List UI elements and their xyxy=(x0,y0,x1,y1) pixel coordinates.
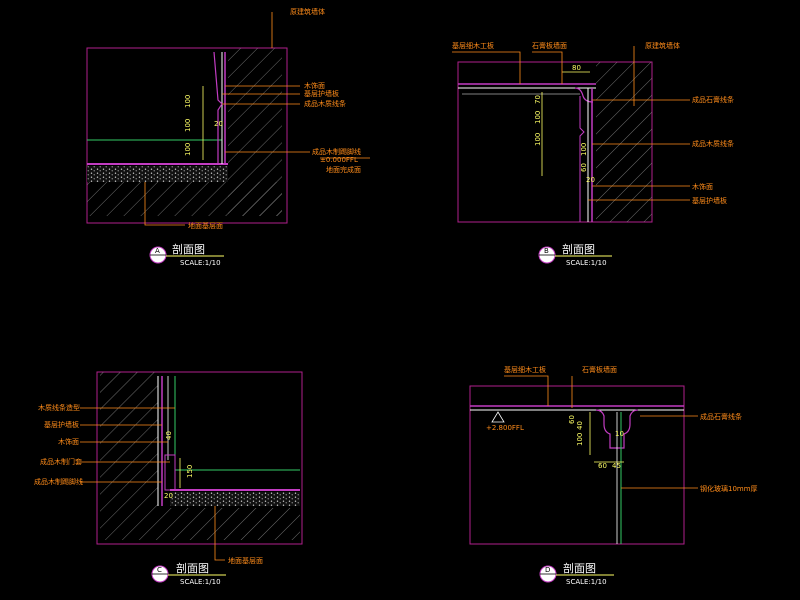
detail-a-title: 剖面图 xyxy=(172,242,205,256)
detail-b-dim-2: 70 xyxy=(534,95,542,104)
detail-d-dim-5: 60 xyxy=(598,462,607,470)
detail-c-dim-1: 40 xyxy=(165,431,173,440)
detail-a-dim-3: 100 xyxy=(184,143,192,156)
detail-b-tag: B 剖面图 SCALE:1/10 xyxy=(538,242,612,267)
detail-b-label-gypsum-molding: 成品石膏线条 xyxy=(692,95,734,104)
detail-c-tag: C 剖面图 SCALE:1/10 xyxy=(151,561,226,586)
detail-d-scale: SCALE:1/10 xyxy=(566,578,607,586)
detail-b-title: 剖面图 xyxy=(562,242,595,256)
detail-a-label-floor-base: 地面基层面 xyxy=(188,221,223,230)
detail-d-label-gypsum-molding: 成品石膏线条 xyxy=(700,412,742,421)
detail-c-dim-3: 20 xyxy=(164,492,173,500)
detail-a-frame xyxy=(86,47,288,224)
detail-d-dim-2: 60 xyxy=(568,415,576,424)
detail-a-label-veneer: 木饰面 xyxy=(304,81,325,90)
svg-text:C: C xyxy=(157,566,162,574)
detail-d-title: 剖面图 xyxy=(563,561,596,575)
detail-b-dim-5: 100 xyxy=(580,143,588,156)
detail-b-label-wood-molding: 成品木质线条 xyxy=(692,139,734,148)
detail-a-dim-2: 100 xyxy=(184,119,192,132)
detail-b-dim-6: 60 xyxy=(580,163,588,172)
detail-d-frame xyxy=(469,385,685,545)
detail-c-dim-2: 150 xyxy=(186,465,194,478)
detail-c-frame xyxy=(96,371,303,545)
detail-b-wall xyxy=(596,62,652,222)
detail-c-label-floor-base: 地面基层面 xyxy=(228,556,263,565)
detail-a-dim-1: 100 xyxy=(184,95,192,108)
detail-c-wall xyxy=(100,372,158,508)
detail-b-scale: SCALE:1/10 xyxy=(566,259,607,267)
detail-c-label-door-frame: 成品木制门套 xyxy=(40,457,82,466)
detail-b-dim-1: 80 xyxy=(572,64,581,72)
detail-c-title: 剖面图 xyxy=(176,561,209,575)
detail-d-dim-3: 100 xyxy=(576,433,584,446)
detail-a-label-backing: 基层护墙板 xyxy=(304,89,339,98)
detail-d-tag: D 剖面图 SCALE:1/10 xyxy=(539,561,614,586)
detail-a-dim-4: 20 xyxy=(214,120,223,128)
detail-a-label-molding: 成品木质线条 xyxy=(304,99,346,108)
detail-a-floor-slab xyxy=(87,182,282,216)
detail-d-label-gypsum: 石膏板墙面 xyxy=(582,365,617,374)
detail-b-label-wall: 原建筑墙体 xyxy=(645,41,680,50)
svg-text:A: A xyxy=(155,247,160,255)
detail-a-label-skirting: 成品木制踢脚线 xyxy=(312,147,361,156)
detail-a-tag: A 剖面图 SCALE:1/10 xyxy=(149,242,224,267)
detail-c-floor-slab xyxy=(100,508,300,540)
detail-b-dim-3: 100 xyxy=(534,111,542,124)
detail-c-label-backing: 基层护墙板 xyxy=(44,420,79,429)
detail-c: 40 150 20 木质线条造型 基层护墙板 木饰面 成品木制门套 成品木制踢脚… xyxy=(34,371,303,586)
detail-d-dim-4: 10 xyxy=(615,430,624,438)
detail-a-scale: SCALE:1/10 xyxy=(180,259,221,267)
detail-d: 40 60 100 10 60 45 +2.800FFL 基层细木工板 石膏板墙… xyxy=(469,365,758,586)
detail-c-scale: SCALE:1/10 xyxy=(180,578,221,586)
detail-a: 100 100 100 20 原建筑墙体 木饰面 基层护墙板 成品木质线条 成品… xyxy=(86,7,370,267)
detail-a-label-level: ±0.000FFL xyxy=(320,156,358,164)
detail-d-dim-1: 40 xyxy=(576,421,584,430)
detail-c-label-skirting: 成品木制踢脚线 xyxy=(34,477,83,486)
detail-b-dim-4: 100 xyxy=(534,133,542,146)
detail-a-floor-gravel xyxy=(87,166,228,182)
svg-text:B: B xyxy=(544,247,549,255)
detail-b: 80 70 100 100 100 60 20 基层细木工板 石膏板墙面 原建筑… xyxy=(452,41,734,267)
detail-d-label-level: +2.800FFL xyxy=(486,424,524,432)
detail-c-label-veneer: 木饰面 xyxy=(58,437,79,446)
detail-b-dim-7: 20 xyxy=(586,176,595,184)
detail-c-floor-gravel xyxy=(170,492,300,506)
svg-text:D: D xyxy=(545,566,550,574)
detail-c-label-molding-shape: 木质线条造型 xyxy=(38,403,80,412)
detail-b-label-gypsum: 石膏板墙面 xyxy=(532,41,567,50)
detail-d-label-plywood: 基层细木工板 xyxy=(504,365,546,374)
detail-a-label-wall: 原建筑墙体 xyxy=(290,7,325,16)
detail-d-label-glass: 钢化玻璃10mm厚 xyxy=(700,484,758,493)
detail-a-label-floor-finish: 地面完成面 xyxy=(326,165,361,174)
detail-b-label-plywood: 基层细木工板 xyxy=(452,41,494,50)
detail-b-label-backing: 基层护墙板 xyxy=(692,196,727,205)
detail-d-dim-6: 45 xyxy=(612,462,621,470)
detail-b-label-veneer: 木饰面 xyxy=(692,182,713,191)
